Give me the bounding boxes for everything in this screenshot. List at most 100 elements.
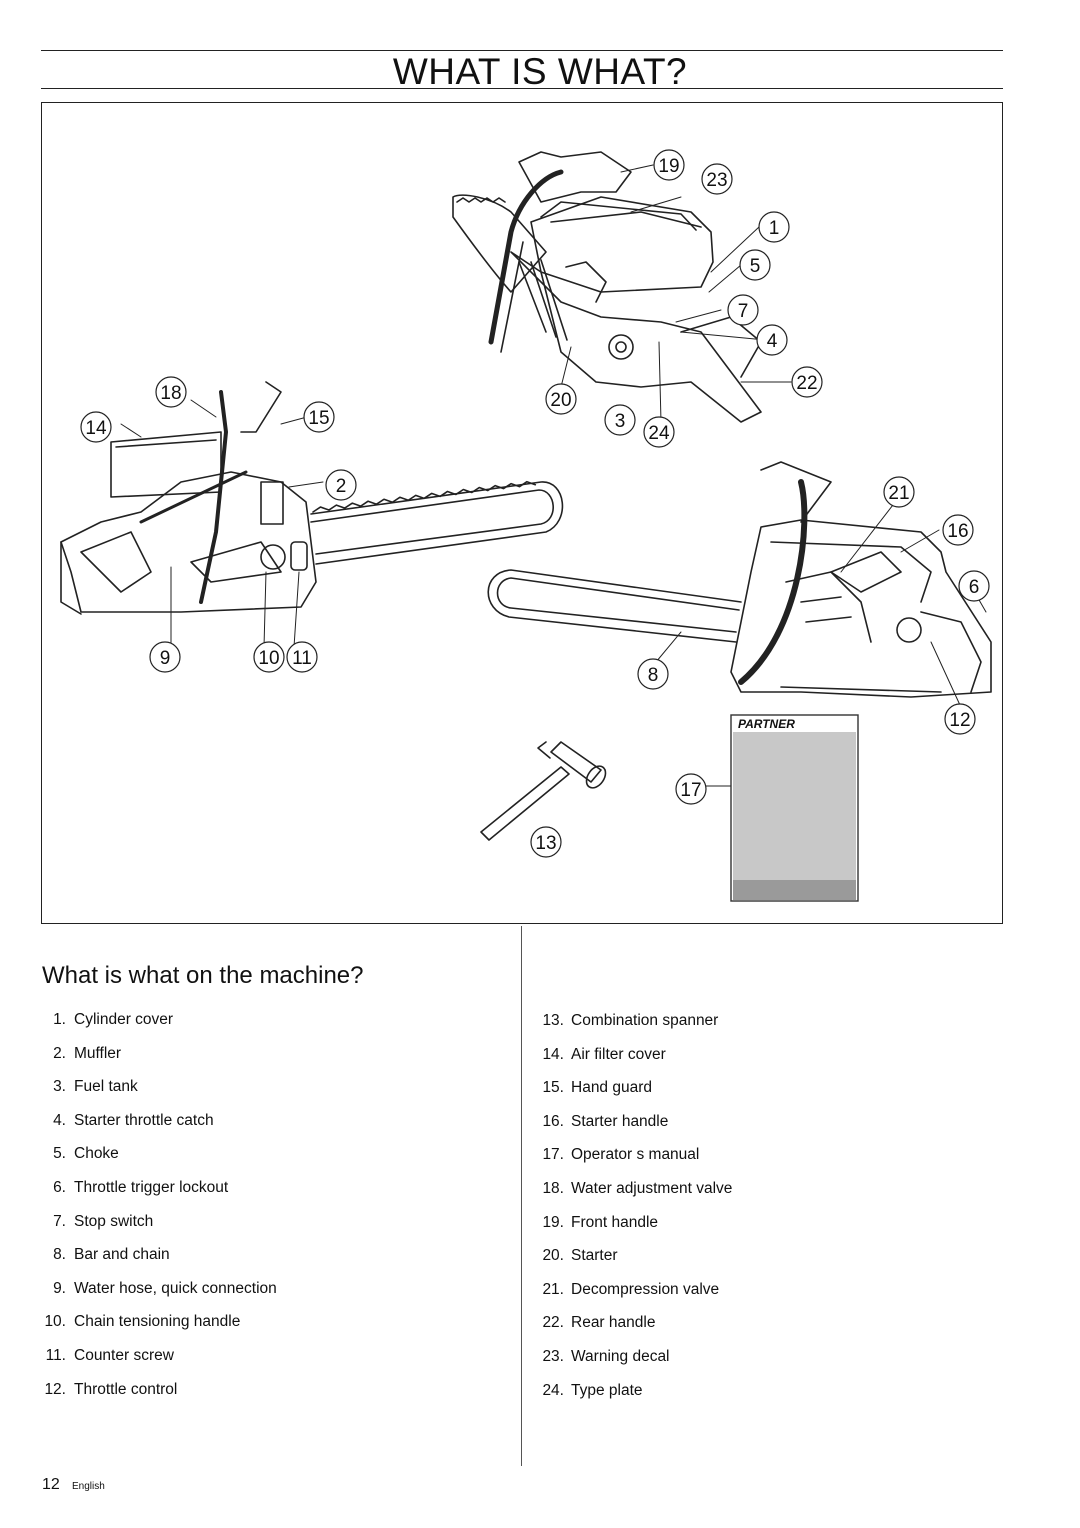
- part-number: 3.: [53, 1078, 66, 1096]
- callout-23: 23: [701, 163, 733, 195]
- callout-number: 6: [969, 577, 980, 598]
- callout-13: 13: [530, 826, 562, 858]
- callout-3: 3: [604, 404, 636, 436]
- callout-number: 21: [888, 483, 909, 504]
- callout-number: 22: [796, 373, 817, 394]
- part-number: 13.: [542, 1012, 564, 1029]
- part-label: Water adjustment valve: [571, 1180, 733, 1197]
- part-number: 2.: [53, 1044, 66, 1062]
- callout-number: 5: [750, 256, 761, 277]
- part-label: Decompression valve: [571, 1280, 720, 1298]
- callout-number: 17: [680, 780, 701, 801]
- part-label: Hand guard: [571, 1079, 653, 1097]
- part-number: 14.: [542, 1045, 564, 1063]
- part-label: Starter: [571, 1247, 618, 1265]
- part-number: 17.: [542, 1146, 564, 1164]
- manual-brand-label: PARTNER: [738, 717, 795, 731]
- part-number: 18.: [542, 1180, 564, 1197]
- callout-10: 10: [253, 641, 285, 673]
- part-number: 1.: [53, 1011, 66, 1028]
- part-number: 16.: [542, 1112, 564, 1130]
- callout-number: 20: [550, 390, 571, 411]
- callout-number: 24: [648, 423, 670, 444]
- part-label: Choke: [74, 1145, 119, 1163]
- right-saw-drawing: [730, 461, 992, 698]
- callout-7: 7: [727, 294, 759, 326]
- callout-14: 14: [80, 411, 112, 443]
- callout-number: 4: [767, 331, 778, 352]
- callout-5: 5: [739, 249, 771, 281]
- callout-6: 6: [958, 570, 990, 602]
- title-rule-bottom: [41, 88, 1003, 89]
- callout-15: 15: [303, 401, 335, 433]
- callout-number: 7: [738, 301, 749, 322]
- part-label: Type plate: [571, 1381, 643, 1399]
- part-number: 10.: [44, 1313, 66, 1331]
- callout-8: 8: [637, 658, 669, 690]
- callout-19: 19: [653, 149, 685, 181]
- callout-number: 23: [706, 170, 727, 191]
- part-label: Front handle: [571, 1213, 659, 1231]
- part-label: Water hose, quick connection: [74, 1279, 277, 1297]
- callout-22: 22: [791, 366, 823, 398]
- part-label: Counter screw: [74, 1347, 174, 1364]
- spanner-drawing: [480, 741, 607, 841]
- right-bar-drawing: [487, 569, 742, 643]
- part-label: Starter handle: [571, 1112, 669, 1130]
- part-number: 24.: [542, 1381, 564, 1399]
- callout-1: 1: [758, 211, 790, 243]
- part-label: Throttle trigger lockout: [74, 1179, 229, 1196]
- callout-16: 16: [942, 514, 974, 546]
- part-label: Air filter cover: [571, 1045, 666, 1063]
- callout-number: 11: [292, 648, 312, 669]
- page-number: 12: [42, 1476, 60, 1493]
- part-number: 23.: [542, 1348, 564, 1365]
- top-saw-drawing: [452, 151, 762, 423]
- title-rule-top: [41, 50, 1003, 51]
- callout-number: 12: [949, 710, 970, 731]
- callout-2: 2: [325, 469, 357, 501]
- callout-number: 2: [336, 476, 347, 497]
- callout-number: 8: [648, 665, 659, 686]
- part-label: Stop switch: [74, 1212, 154, 1230]
- callout-21: 21: [883, 476, 915, 508]
- callout-9: 9: [149, 641, 181, 673]
- part-label: Starter throttle catch: [74, 1111, 214, 1129]
- figure-frame: [41, 102, 1003, 924]
- left-saw-drawing: [60, 381, 317, 615]
- part-label: Muffler: [74, 1044, 122, 1062]
- callout-number: 15: [308, 408, 329, 429]
- callout-number: 14: [85, 418, 107, 439]
- operators-manual-drawing: PARTNER: [730, 714, 859, 902]
- part-number: 8.: [53, 1246, 66, 1264]
- part-label: Bar and chain: [74, 1246, 170, 1264]
- part-number: 19.: [542, 1213, 564, 1231]
- part-label: Operator s manual: [571, 1146, 700, 1164]
- callout-4: 4: [756, 324, 788, 356]
- callout-24: 24: [643, 416, 675, 448]
- part-label: Chain tensioning handle: [74, 1313, 241, 1331]
- footer-language: English: [72, 1481, 105, 1492]
- part-number: 6.: [53, 1179, 66, 1196]
- part-label: Cylinder cover: [74, 1011, 174, 1028]
- leader-lines: [120, 164, 987, 787]
- callout-12: 12: [944, 703, 976, 735]
- callout-number: 16: [947, 521, 968, 542]
- callout-number: 19: [658, 156, 679, 177]
- part-number: 4.: [53, 1111, 66, 1129]
- callout-20: 20: [545, 383, 577, 415]
- part-label: Throttle control: [74, 1380, 178, 1398]
- part-label: Fuel tank: [74, 1078, 138, 1096]
- left-bar-drawing: [310, 480, 564, 565]
- part-label: Warning decal: [571, 1348, 670, 1365]
- callout-number: 18: [160, 383, 181, 404]
- column-divider: [521, 926, 522, 1466]
- part-label: Combination spanner: [571, 1012, 719, 1029]
- part-label: Rear handle: [571, 1314, 656, 1332]
- callout-17: 17: [675, 773, 707, 805]
- part-number: 15.: [542, 1079, 564, 1097]
- part-number: 20.: [542, 1247, 564, 1265]
- callout-11: 11: [286, 641, 318, 673]
